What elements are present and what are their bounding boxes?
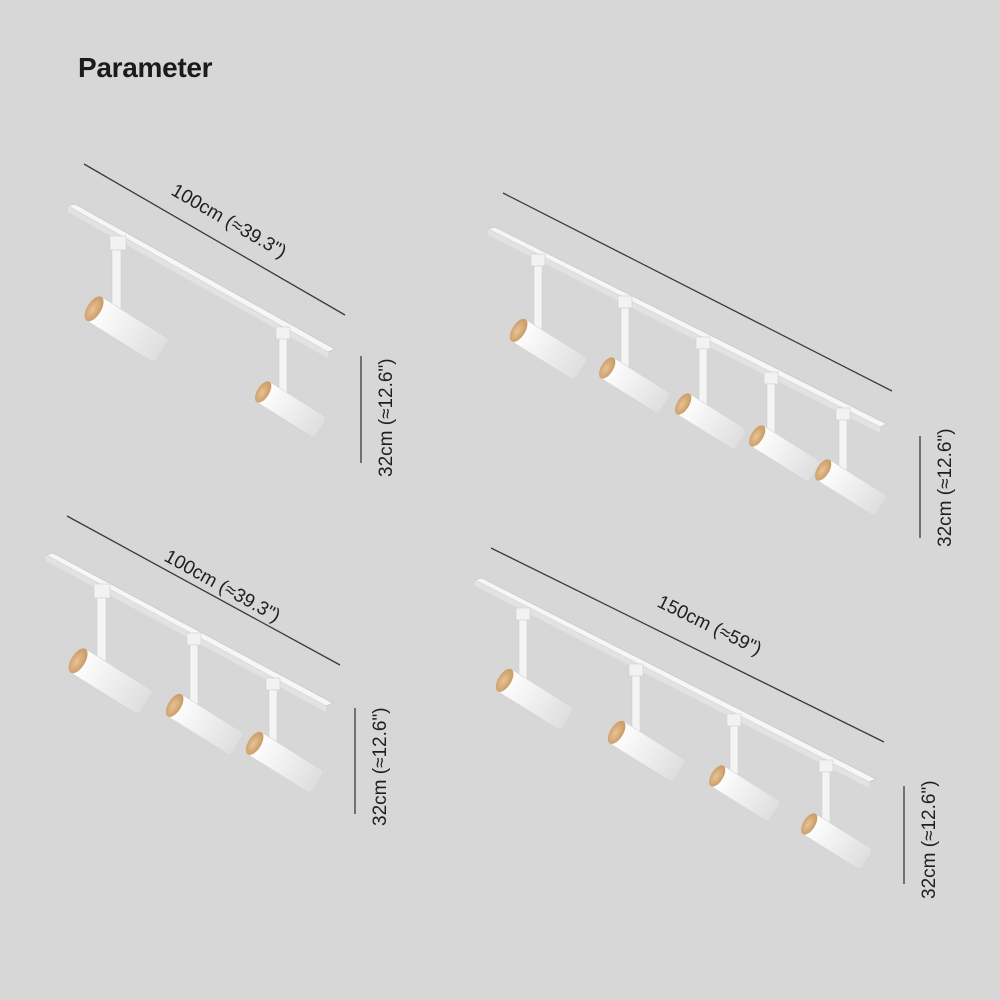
length-dimension-line xyxy=(502,192,893,392)
diagram-track-set-5-heads: 32cm (≈12.6") xyxy=(486,192,956,547)
diagram-track-set-4-heads: 150cm (≈59") xyxy=(473,547,940,899)
height-label: 32cm (≈12.6") xyxy=(935,428,956,547)
track-rail xyxy=(44,552,334,712)
spotlight xyxy=(709,713,780,821)
page-title: Parameter xyxy=(78,52,213,83)
spotlight xyxy=(255,326,326,437)
height-label: 32cm (≈12.6") xyxy=(919,780,940,899)
spotlight xyxy=(84,235,169,362)
length-dimension-line xyxy=(490,547,885,743)
length-label: 100cm (≈39.3") xyxy=(161,546,284,627)
spotlight xyxy=(815,407,886,515)
diagram-track-set-2-heads: 100cm (≈39.3") 32cm (≈12.6") xyxy=(66,163,397,477)
diagram-track-set-3-heads: 100cm (≈39.3") xyxy=(44,515,391,826)
length-label: 150cm (≈59") xyxy=(654,592,765,661)
height-label: 32cm (≈12.6") xyxy=(370,707,391,826)
height-label: 32cm (≈12.6") xyxy=(376,358,397,477)
spotlight xyxy=(165,632,244,755)
spotlight xyxy=(68,583,153,714)
spotlight xyxy=(245,677,324,793)
track-rail xyxy=(66,203,336,358)
spotlight xyxy=(801,759,872,869)
spotlight xyxy=(749,371,820,481)
spotlight xyxy=(675,336,746,449)
length-dimension-line xyxy=(83,163,346,316)
spotlight xyxy=(599,295,670,413)
length-label: 100cm (≈39.3") xyxy=(168,180,290,263)
spotlight xyxy=(509,253,588,380)
spotlight xyxy=(495,607,574,730)
track-rail xyxy=(486,226,888,433)
length-dimension-line xyxy=(66,515,341,666)
spotlight xyxy=(607,663,686,782)
